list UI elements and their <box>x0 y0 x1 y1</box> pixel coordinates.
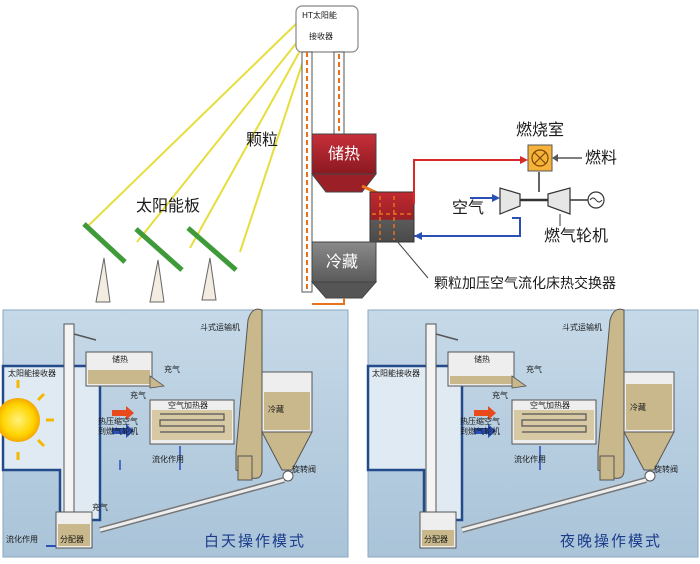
night-air-heater-label: 空气加热器 <box>530 401 570 410</box>
hot-air-line <box>413 156 540 204</box>
fuel-arrow <box>552 154 582 162</box>
day-bucket-elevator-label: 斗式运输机 <box>200 323 240 332</box>
gas-turbine-icon <box>499 187 605 226</box>
air-inlet-arrow <box>470 194 500 202</box>
day-hot-air-label-1: 热压缩空气 <box>98 417 138 426</box>
day-charge-left-label: 充气 <box>130 391 146 400</box>
air-label: 空气 <box>452 198 485 217</box>
day-hot-storage-label: 储热 <box>112 355 128 364</box>
night-bucket-elevator-label: 斗式运输机 <box>562 323 602 332</box>
day-fluidization-bottom-label: 流化作用 <box>6 535 38 544</box>
day-mode-panel <box>0 308 349 558</box>
day-mode-title: 白天操作模式 <box>204 532 307 550</box>
combustion-chamber-icon <box>527 144 553 172</box>
day-charge-top-label: 充气 <box>164 365 180 374</box>
receiver-label-line1: HT太阳能 <box>302 11 337 20</box>
heliostat-3 <box>186 226 238 301</box>
night-mode-title: 夜晚操作模式 <box>560 532 663 550</box>
solar-panel-label: 太阳能板 <box>136 196 201 215</box>
night-rotary-valve-label: 旋转阀 <box>654 465 678 474</box>
hot-storage-label: 储热 <box>328 144 361 163</box>
hot-storage-tank <box>310 133 378 193</box>
day-charge-bottom-label: 充气 <box>92 503 108 512</box>
heliostat-2 <box>134 227 184 303</box>
day-air-heater-label: 空气加热器 <box>168 401 208 410</box>
night-receiver-label: 太阳能接收器 <box>372 369 420 378</box>
sun-icon <box>0 380 54 460</box>
day-fluidization-label: 流化作用 <box>152 455 184 464</box>
night-mode-panel <box>366 308 699 558</box>
night-hot-air-label-2: 到燃气轮机 <box>460 427 500 436</box>
night-charge-top-label: 充气 <box>526 365 542 374</box>
day-rotary-valve-label: 旋转阀 <box>292 465 316 474</box>
solar-receiver-box <box>295 5 359 53</box>
night-hot-storage-label: 储热 <box>474 355 490 364</box>
day-hot-air-label-2: 到燃气轮机 <box>98 427 138 436</box>
night-distributor-label: 分配器 <box>424 535 448 544</box>
particle-heat-exchanger <box>369 191 415 243</box>
gas-turbine-label: 燃气轮机 <box>544 226 609 245</box>
night-charge-left-label: 充气 <box>492 391 508 400</box>
night-fluidization-label: 流化作用 <box>514 455 546 464</box>
combustion-chamber-label: 燃烧室 <box>516 120 565 139</box>
heliostat-array <box>82 222 238 303</box>
day-cold-storage-label: 冷藏 <box>268 405 284 414</box>
night-cold-storage-label: 冷藏 <box>630 403 646 412</box>
fuel-label: 燃料 <box>585 148 618 167</box>
cold-storage-label: 冷藏 <box>326 252 359 271</box>
heat-exchanger-label: 颗粒加压空气流化床热交换器 <box>434 276 616 292</box>
particle-riser-pipe <box>301 51 313 293</box>
receiver-label-line2: 接收器 <box>309 32 333 41</box>
night-hot-air-label-1: 热压缩空气 <box>460 417 500 426</box>
particle-downcomer-pipe <box>333 51 345 135</box>
solar-beams <box>87 21 309 253</box>
day-distributor-label: 分配器 <box>60 535 84 544</box>
cold-storage-tank <box>310 241 378 299</box>
return-pipe <box>312 298 345 305</box>
heliostat-1 <box>82 222 127 303</box>
compressed-air-return-line <box>414 217 521 240</box>
particles-label: 颗粒 <box>246 130 279 149</box>
day-receiver-label: 太阳能接收器 <box>8 369 56 378</box>
